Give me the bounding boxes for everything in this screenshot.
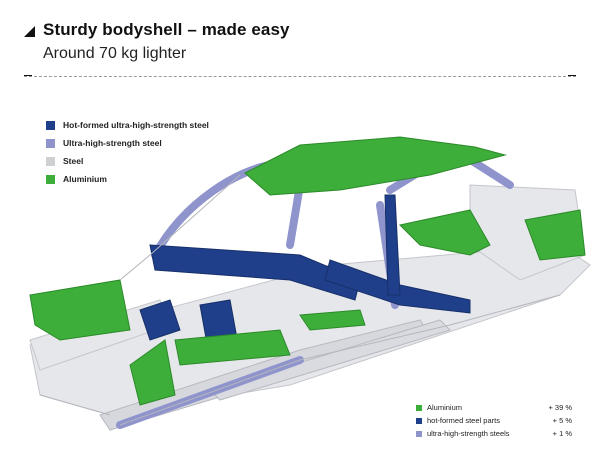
aluminium-front-panel [174,329,291,366]
page-subtitle: Around 70 kg lighter [43,45,187,62]
aluminium-front-module [29,279,131,341]
legend-item: Ultra-high-strength steel [46,134,209,152]
legend-swatch-ultra-high [46,138,55,148]
aluminium-floor-part [299,309,366,331]
stat-label: hot-formed steel parts [427,416,500,425]
title-row: Sturdy bodyshell – made easy [24,20,290,40]
header: Sturdy bodyshell – made easy Around 70 k… [0,0,600,90]
legend-item: Hot-formed ultra-high-strength steel [46,116,209,134]
b-pillar [286,181,304,249]
stat-label: ultra-high-strength steels [427,429,510,438]
legend-swatch-hot-formed [46,120,55,130]
b-pillar-core [384,194,401,296]
legend-label: Steel [63,156,84,166]
outline-front [39,394,111,416]
stat-swatch-aluminium [416,404,422,411]
aluminium-rear-module [524,209,586,261]
stat-swatch-ultra-high [416,430,422,437]
stat-row: ultra-high-strength steels + 1 % [416,428,572,439]
firewall-crossmember [149,244,361,301]
legend-item: Steel [46,152,209,170]
stat-value: + 1 % [552,429,572,438]
aluminium-rear-panel [398,209,491,256]
stat-value: + 5 % [552,416,572,425]
title-triangle-icon [24,25,35,37]
stat-value: + 39 % [548,403,572,412]
legend-label: Ultra-high-strength steel [63,138,162,148]
page-title: Sturdy bodyshell – made easy [43,20,290,39]
stat-row: Aluminium + 39 % [416,402,572,413]
stat-label: Aluminium [427,403,463,412]
outline-windscreen [119,174,241,281]
bodyshell-diagram [0,95,600,462]
divider-tick-left [24,75,32,76]
stat-swatch-hot-formed [416,417,422,424]
legend-swatch-steel [46,156,55,166]
bodyshell-illustration [29,136,591,431]
front-node [139,299,181,341]
aluminium-roof [244,136,507,196]
legend-swatch-aluminium [46,174,55,184]
header-divider [24,76,576,77]
legend-label: Aluminium [63,174,107,184]
material-legend: Hot-formed ultra-high-strength steel Ult… [46,116,209,188]
material-share-stats: Aluminium + 39 % hot-formed steel parts … [416,402,572,441]
legend-label: Hot-formed ultra-high-strength steel [63,120,209,130]
inner-sill [209,319,451,401]
outline-lower [119,294,561,426]
aluminium-front-strut [129,339,176,406]
legend-item: Aluminium [46,170,209,188]
divider-tick-right [568,75,576,76]
stat-row: hot-formed steel parts + 5 % [416,415,572,426]
